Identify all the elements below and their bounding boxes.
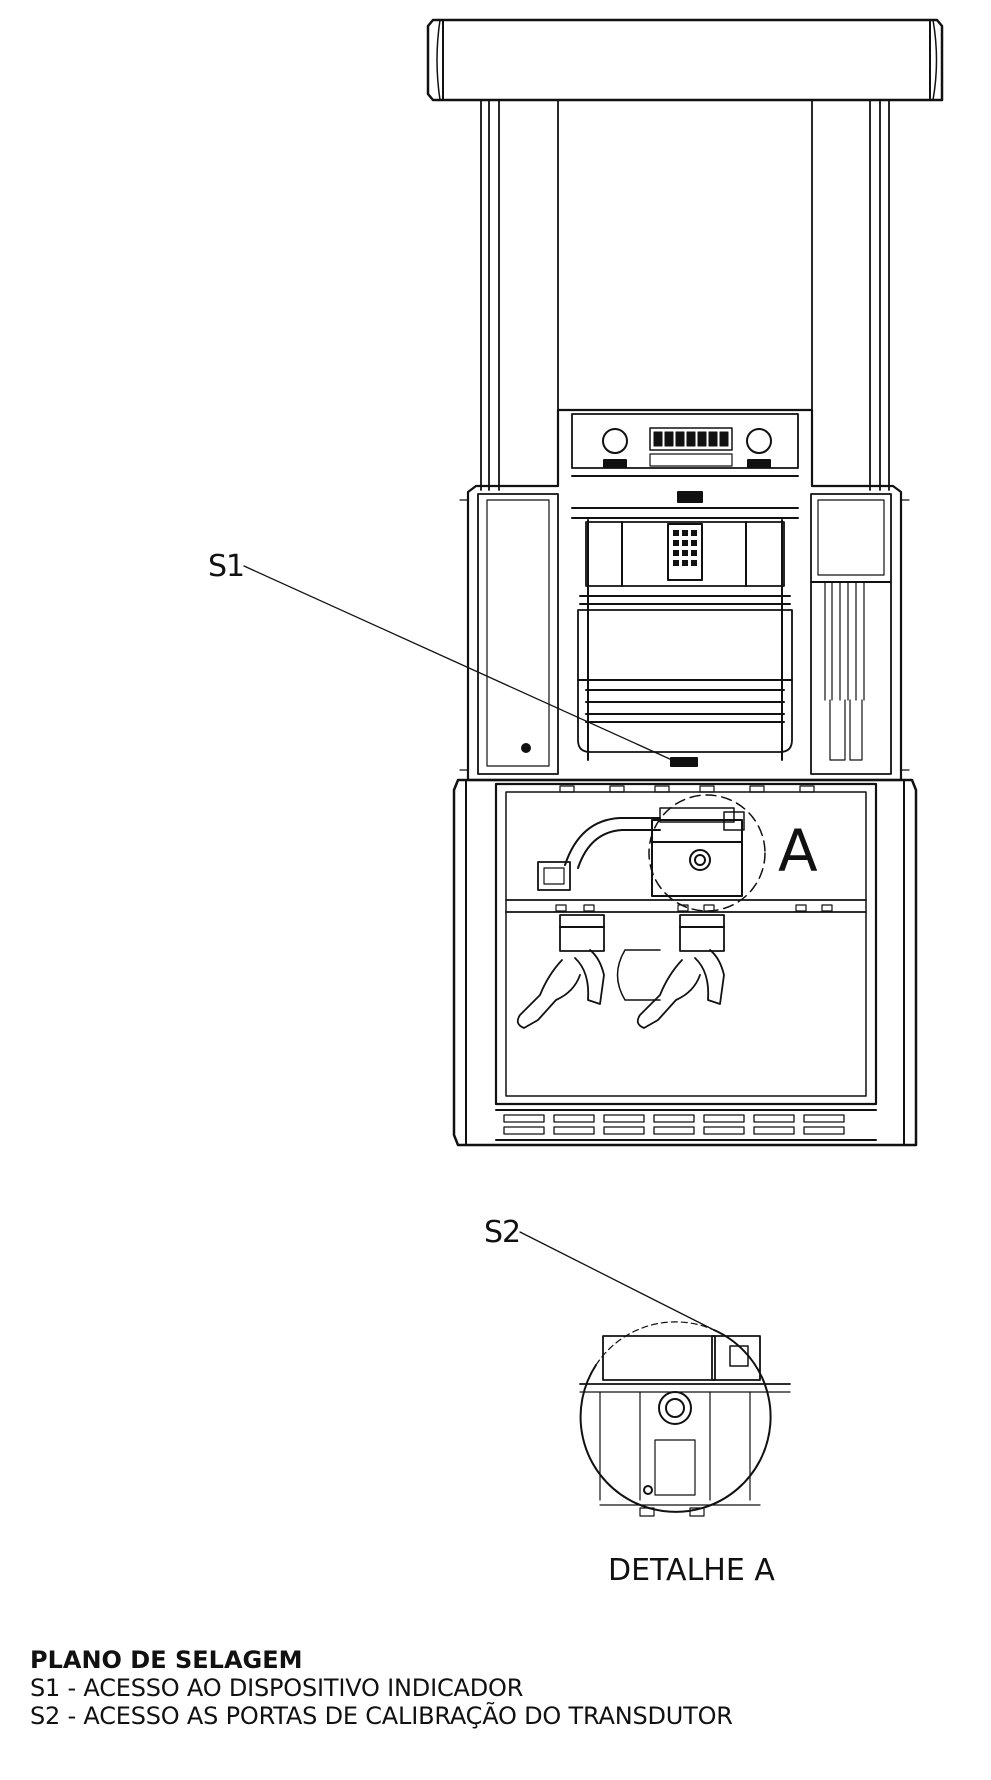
legend-item-s1: S1 - ACESSO AO DISPOSITIVO INDICADOR xyxy=(30,1674,524,1702)
dispenser-canopy xyxy=(426,18,944,102)
legend-title: PLANO DE SELAGEM xyxy=(30,1646,303,1674)
s2-leader-line xyxy=(519,1231,715,1331)
s2-label: S2 xyxy=(484,1215,521,1250)
dispenser-columns xyxy=(480,99,890,491)
sealing-plan-legend: PLANO DE SELAGEM S1 - ACESSO AO DISPOSIT… xyxy=(30,1646,733,1730)
legend-item-s2: S2 - ACESSO AS PORTAS DE CALIBRAÇÃO DO T… xyxy=(30,1702,733,1730)
detail-a-view xyxy=(579,1321,791,1517)
dispenser-head xyxy=(459,408,910,782)
detail-a-caption: DETALHE A xyxy=(608,1553,775,1588)
s1-label: S1 xyxy=(208,549,245,584)
s1-leader-line xyxy=(243,565,673,761)
detail-a-marker: A xyxy=(778,817,818,885)
dispenser-hydraulic-cabinet xyxy=(452,778,918,1147)
